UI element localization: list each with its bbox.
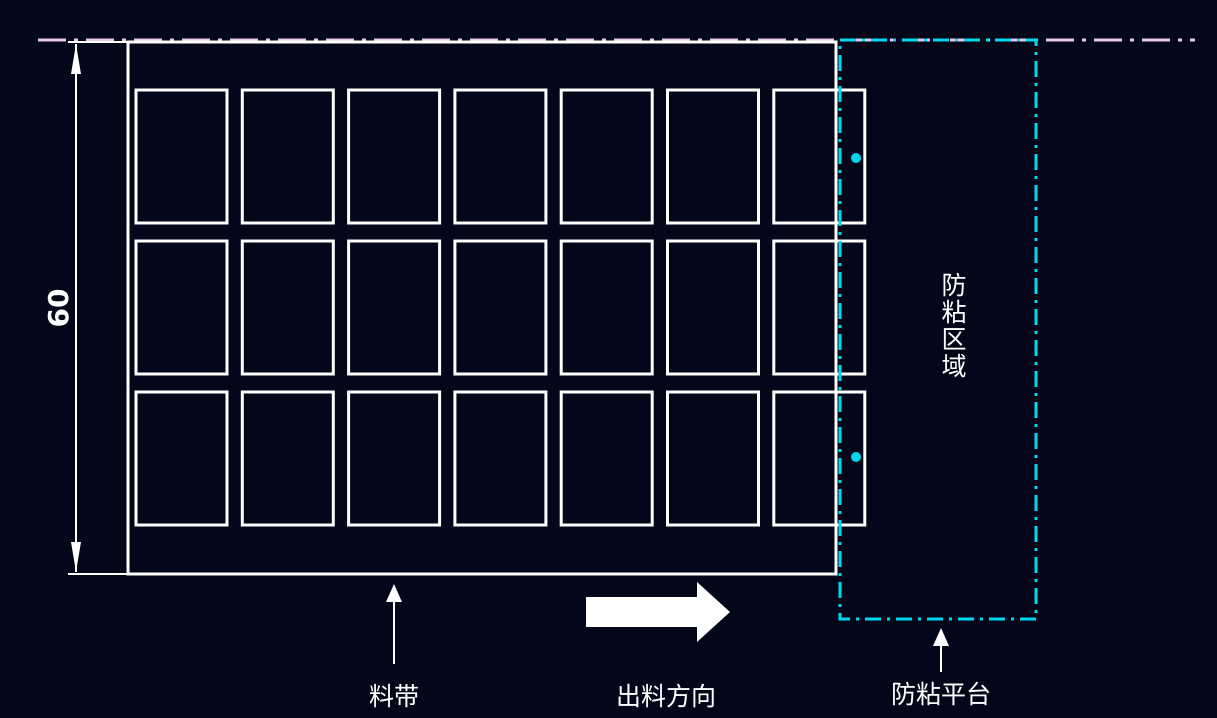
cell-r3-c1 — [134, 390, 229, 527]
cell-r1-c7 — [772, 88, 867, 225]
cell-r2-c1 — [134, 239, 229, 376]
output-direction-arrow-icon — [586, 582, 730, 642]
zone-marker-dot-upper — [851, 153, 861, 163]
cell-r1-c1 — [134, 88, 229, 225]
cell-r1-c2 — [240, 88, 335, 225]
cell-r2-c5 — [559, 239, 654, 376]
cell-r3-c5 — [559, 390, 654, 527]
direction-label: 出料方向 — [616, 682, 716, 711]
zone-label-char-1: 防 — [941, 271, 966, 300]
cell-r2-c7 — [772, 239, 867, 376]
zone-label-char-4: 域 — [941, 352, 966, 381]
zone-label-char-2: 粘 — [941, 298, 966, 327]
dimension-value: 60 — [42, 289, 75, 328]
cell-r1-c5 — [559, 88, 654, 225]
cell-r2-c2 — [240, 239, 335, 376]
anti-stick-zone-border — [838, 38, 1038, 621]
dimension-arrow-top — [71, 44, 81, 74]
strip-label: 料带 — [369, 682, 419, 711]
cell-r3-c4 — [453, 390, 548, 527]
cell-grid — [134, 88, 867, 527]
material-strip-outline — [126, 40, 838, 576]
cell-r1-c3 — [347, 88, 442, 225]
cell-r3-c6 — [666, 390, 760, 527]
cell-r3-c7 — [772, 390, 867, 527]
cell-r2-c4 — [453, 239, 548, 376]
platform-pointer-arrowhead — [933, 628, 949, 646]
cell-r2-c3 — [347, 239, 442, 376]
platform-label: 防粘平台 — [891, 680, 991, 709]
cell-r1-c4 — [453, 88, 548, 225]
cell-r1-c6 — [666, 88, 760, 225]
zone-label-char-3: 区 — [941, 325, 966, 354]
cell-r2-c6 — [666, 239, 760, 376]
dimension-arrow-bottom — [71, 542, 81, 572]
strip-pointer-arrowhead — [386, 584, 402, 602]
zone-marker-dot-lower — [851, 452, 861, 462]
cell-r3-c2 — [240, 390, 335, 527]
cell-r3-c3 — [347, 390, 442, 527]
